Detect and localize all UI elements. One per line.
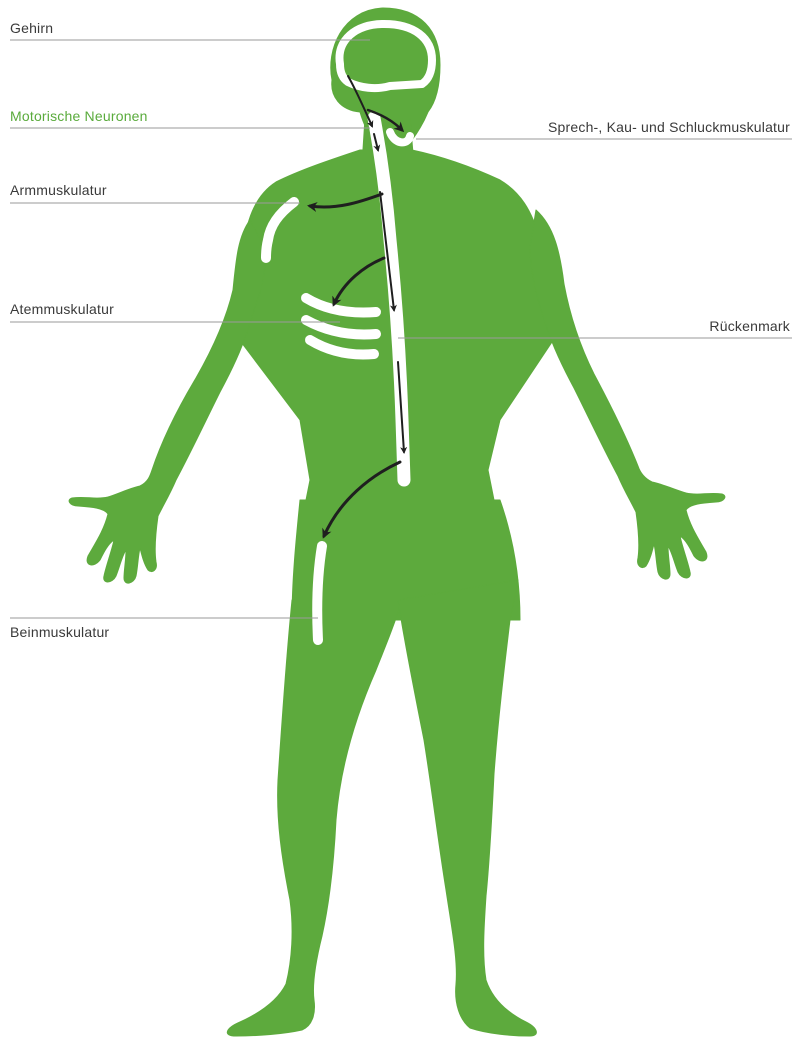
label-beinmuskulatur: Beinmuskulatur <box>10 624 109 640</box>
label-gehirn: Gehirn <box>10 20 53 36</box>
body-silhouette <box>69 8 725 1036</box>
label-rueckenmark: Rückenmark <box>709 318 790 334</box>
label-atemmuskulatur: Atemmuskulatur <box>10 301 114 317</box>
left-leg-shape <box>227 600 402 1036</box>
label-motorische-neuronen: Motorische Neuronen <box>10 108 148 124</box>
right-leg-shape <box>398 580 536 1036</box>
leg-muscle-mark <box>317 546 322 640</box>
label-sprech-kau-schluck: Sprech-, Kau- und Schluckmuskulatur <box>548 119 790 135</box>
label-armmuskulatur: Armmuskulatur <box>10 182 107 198</box>
left-arm-shape <box>69 220 266 583</box>
right-arm-shape <box>530 210 725 579</box>
